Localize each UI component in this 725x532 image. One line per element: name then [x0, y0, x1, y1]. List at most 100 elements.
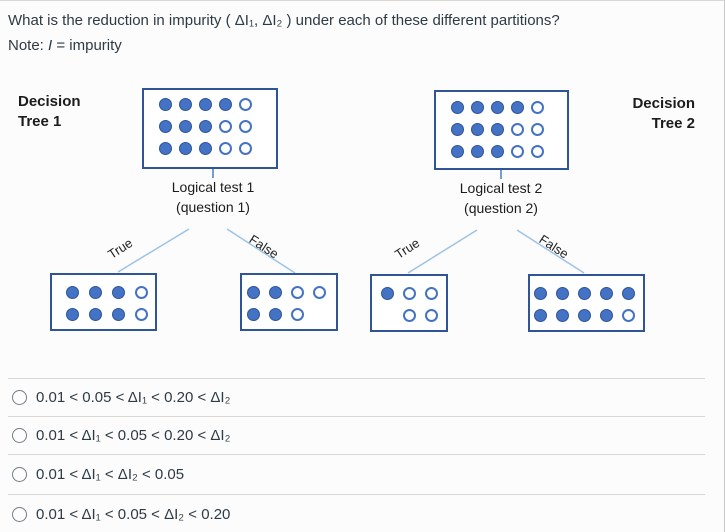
tree1-test-label: Logical test 1 (question 1) — [138, 177, 288, 217]
answer-option-3-label: 0.01 < ΔI₁ < ΔI₂ < 0.05 — [36, 466, 185, 483]
filled-dot — [112, 286, 125, 299]
filled-dot — [471, 123, 484, 136]
question-text: What is the reduction in impurity ( ΔI₁,… — [8, 12, 560, 29]
filled-dot — [534, 309, 547, 322]
radio-button-icon[interactable] — [12, 428, 27, 443]
tree1-true-branch-label: True — [105, 235, 136, 262]
open-dot — [219, 142, 232, 155]
filled-dot — [89, 286, 102, 299]
filled-dot — [491, 101, 504, 114]
tree1-title: Decision Tree 1 — [18, 92, 118, 132]
tree1-test-line2: (question 1) — [176, 199, 250, 215]
tree2-title-line1: Decision — [632, 95, 695, 112]
filled-dot — [578, 309, 591, 322]
filled-dot — [600, 287, 613, 300]
tree1-title-line2: Tree 1 — [18, 113, 62, 130]
tree1-title-line1: Decision — [18, 93, 81, 110]
dot-row — [247, 308, 336, 321]
filled-dot — [89, 308, 102, 321]
tree2-test-label: Logical test 2 (question 2) — [426, 178, 576, 218]
filled-dot — [199, 98, 212, 111]
filled-dot — [556, 309, 569, 322]
answer-option-2[interactable]: 0.01 < ΔI₁ < 0.05 < 0.20 < ΔI₂ — [8, 416, 705, 454]
dot-row — [159, 142, 276, 155]
tree2-true-leaf-box — [370, 274, 448, 332]
filled-dot — [159, 120, 172, 133]
open-dot — [425, 287, 438, 300]
dot-row — [247, 286, 336, 299]
open-dot — [531, 145, 544, 158]
radio-button-icon[interactable] — [12, 506, 27, 522]
filled-dot — [511, 101, 524, 114]
tree1-true-leaf-box — [50, 273, 157, 331]
tree2-false-leaf-box — [528, 274, 645, 332]
dot-row — [451, 123, 567, 136]
radio-button-icon[interactable] — [12, 467, 27, 482]
open-dot — [135, 286, 148, 299]
radio-button-icon[interactable] — [12, 390, 27, 405]
dot-row — [66, 308, 155, 321]
filled-dot — [451, 101, 464, 114]
filled-dot — [179, 120, 192, 133]
filled-dot — [247, 308, 260, 321]
open-dot — [531, 123, 544, 136]
tree2-false-branch-label: False — [536, 231, 572, 262]
open-dot — [403, 309, 416, 322]
note-suffix: = impurity — [52, 37, 122, 54]
note-variable: I — [48, 37, 53, 54]
question-note: Note: I = impurity — [8, 37, 408, 54]
open-dot — [239, 98, 252, 111]
dot-row — [534, 287, 643, 300]
filled-dot — [112, 308, 125, 321]
open-dot — [511, 145, 524, 158]
filled-dot — [471, 101, 484, 114]
open-dot — [219, 120, 232, 133]
filled-dot — [66, 286, 79, 299]
open-dot — [425, 309, 438, 322]
filled-dot — [451, 145, 464, 158]
filled-dot — [199, 142, 212, 155]
filled-dot — [179, 98, 192, 111]
filled-dot — [534, 287, 547, 300]
answer-option-1-label: 0.01 < 0.05 < ΔI₁ < 0.20 < ΔI₂ — [36, 389, 231, 406]
answer-options: 0.01 < 0.05 < ΔI₁ < 0.20 < ΔI₂ 0.01 < ΔI… — [8, 378, 705, 532]
filled-dot — [471, 145, 484, 158]
filled-dot — [600, 309, 613, 322]
filled-dot — [556, 287, 569, 300]
tree2-test-line2: (question 2) — [464, 200, 538, 216]
dot-row — [534, 309, 643, 322]
filled-dot — [159, 98, 172, 111]
filled-dot — [159, 142, 172, 155]
open-dot — [531, 101, 544, 114]
tree1-test-line1: Logical test 1 — [171, 179, 255, 195]
open-dot — [239, 142, 252, 155]
tree1-false-leaf-box — [240, 273, 338, 331]
dot-row — [381, 287, 446, 300]
filled-dot — [219, 98, 232, 111]
open-dot — [511, 123, 524, 136]
dot-row — [451, 145, 567, 158]
filled-dot — [491, 145, 504, 158]
filled-dot — [491, 123, 504, 136]
dot-row — [159, 98, 276, 111]
open-dot — [135, 308, 148, 321]
answer-option-4[interactable]: 0.01 < ΔI₁ < 0.05 < ΔI₂ < 0.20 — [8, 494, 705, 532]
dot-row — [159, 120, 276, 133]
filled-dot — [578, 287, 591, 300]
filled-dot — [451, 123, 464, 136]
tree2-test-line1: Logical test 2 — [459, 180, 543, 196]
tree1-root-node-box — [142, 88, 278, 169]
filled-dot — [247, 286, 260, 299]
filled-dot — [269, 308, 282, 321]
note-prefix: Note: — [8, 37, 49, 54]
filled-dot — [269, 286, 282, 299]
filled-dot — [179, 142, 192, 155]
open-dot — [403, 287, 416, 300]
answer-option-3[interactable]: 0.01 < ΔI₁ < ΔI₂ < 0.05 — [8, 454, 705, 494]
dot-row — [66, 286, 155, 299]
tree2-root-node-box — [434, 90, 569, 170]
open-dot — [622, 309, 635, 322]
tree2-true-branch-label: True — [392, 235, 423, 262]
answer-option-1[interactable]: 0.01 < 0.05 < ΔI₁ < 0.20 < ΔI₂ — [8, 378, 705, 416]
